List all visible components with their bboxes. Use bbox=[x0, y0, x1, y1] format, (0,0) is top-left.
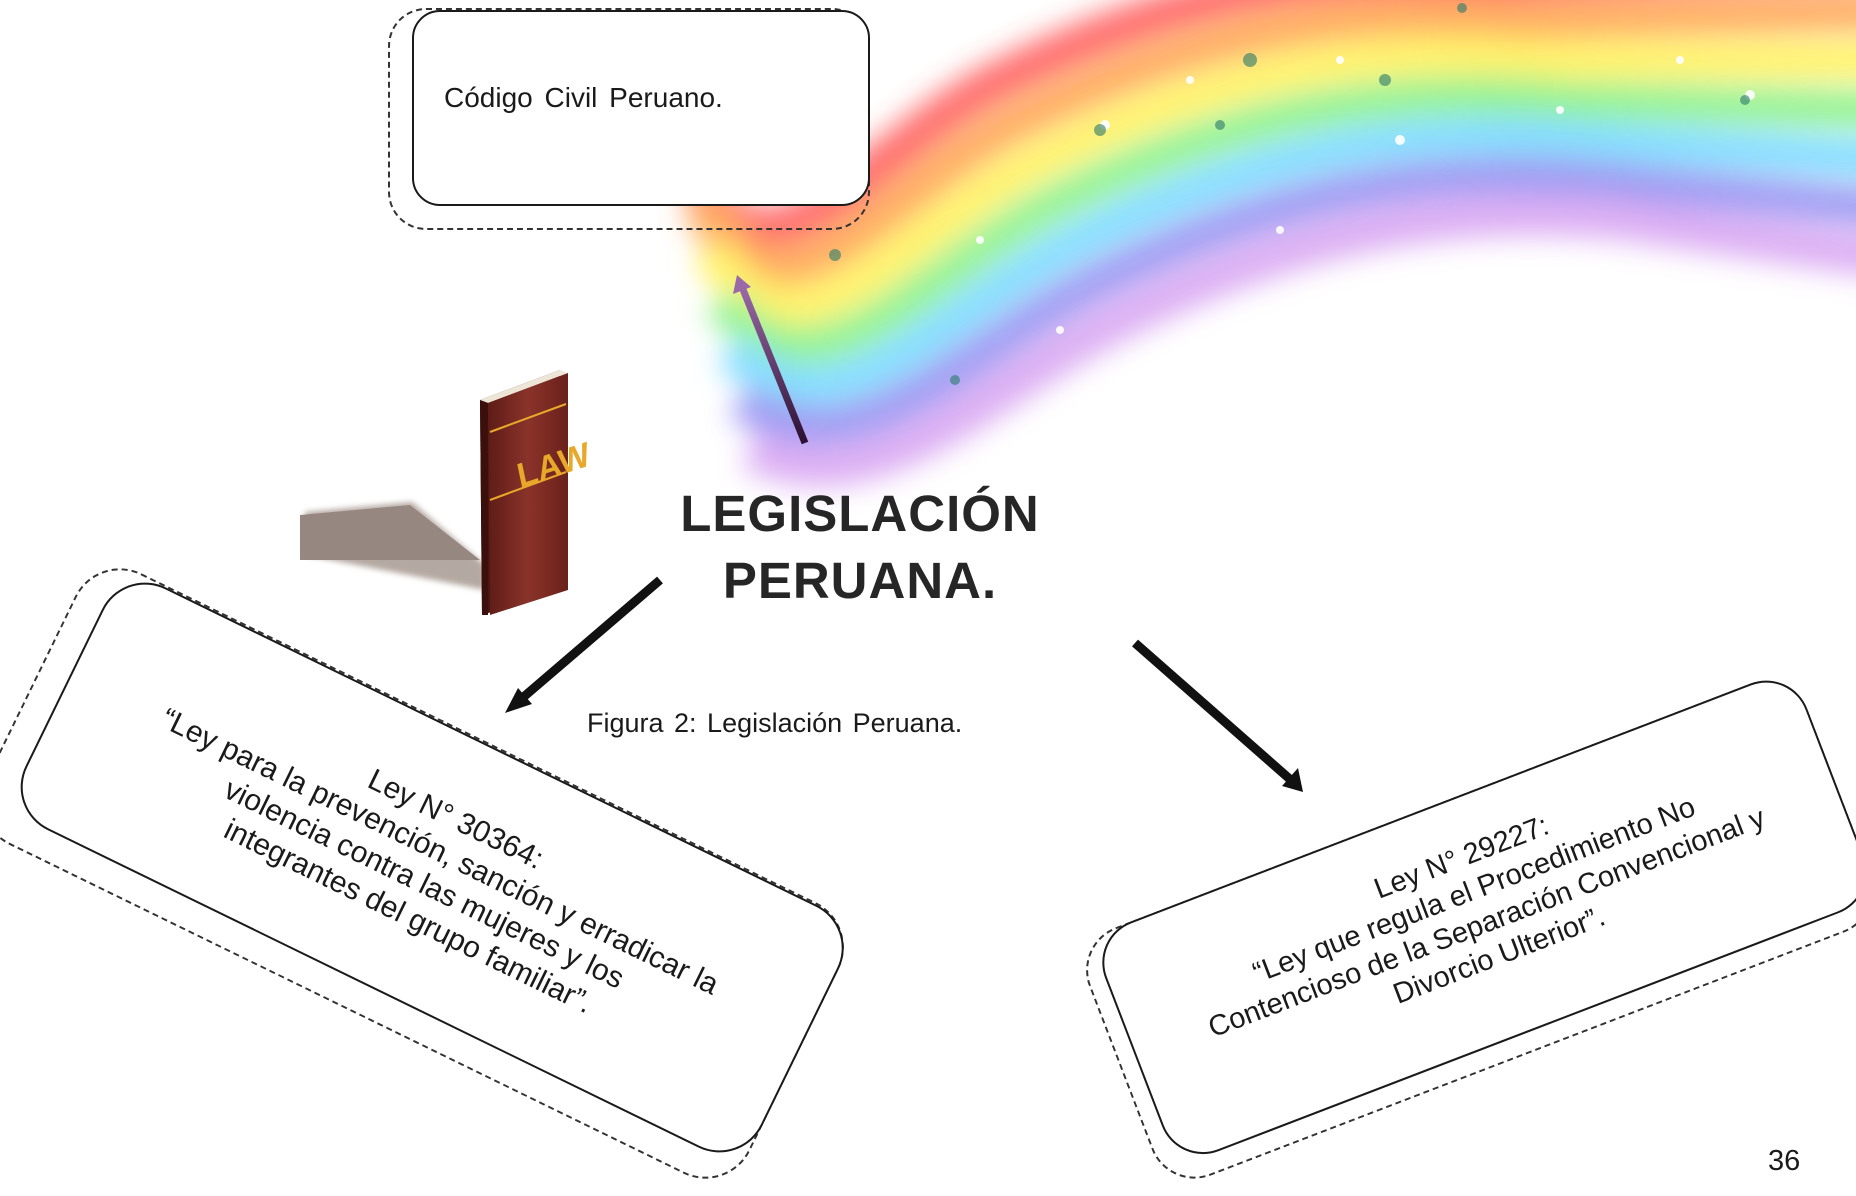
main-title-line-1: LEGISLACIÓN bbox=[680, 485, 1040, 542]
sparkle-stars bbox=[976, 56, 1755, 334]
arrow-to-codigo bbox=[738, 285, 809, 445]
page-number: 36 bbox=[1768, 1145, 1801, 1177]
codigo-civil-box: Código Civil Peruano. bbox=[412, 10, 870, 206]
main-title-line-2: PERUANA. bbox=[722, 552, 998, 609]
arrowhead-ley-29227 bbox=[1282, 768, 1303, 792]
figure-caption: Figura 2: Legislación Peruana. bbox=[587, 708, 963, 738]
arrowhead-codigo bbox=[733, 275, 751, 294]
codigo-civil-label: Código Civil Peruano. bbox=[444, 82, 723, 113]
arrowhead-ley-30364 bbox=[505, 688, 532, 713]
rainbow-icon bbox=[671, 0, 1856, 487]
arrow-to-ley-29227 bbox=[1132, 639, 1295, 785]
main-title: LEGISLACIÓN PERUANA. bbox=[660, 480, 1060, 614]
law-book-icon: LAW bbox=[300, 370, 594, 615]
arrow-to-ley-30364 bbox=[517, 576, 663, 704]
